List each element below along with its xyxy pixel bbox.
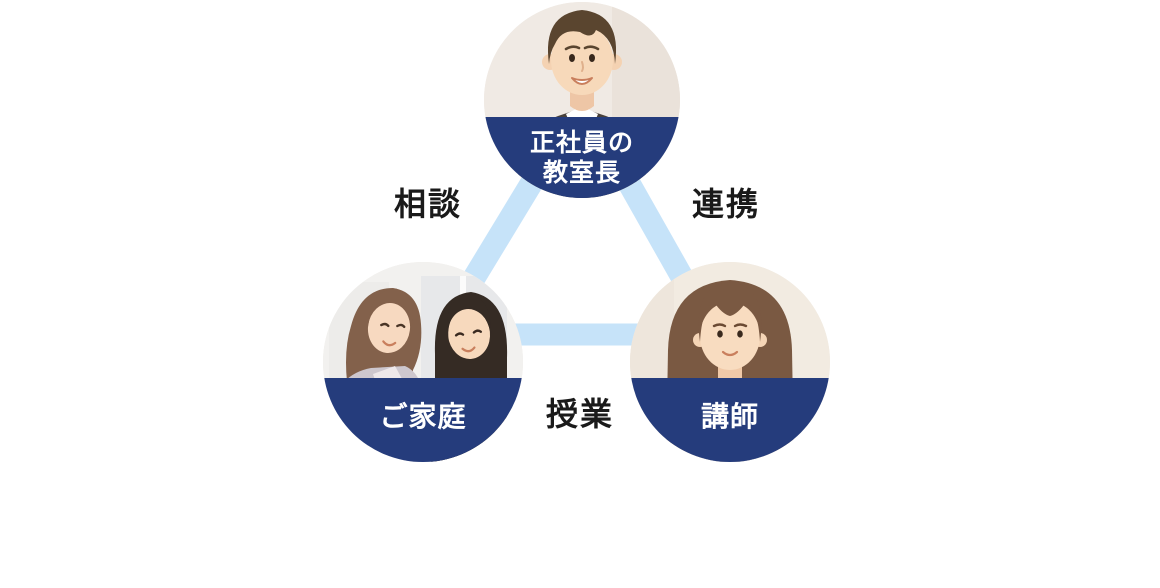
node-teacher-label: 講師: [700, 401, 759, 432]
node-director-label-line2: 教室長: [542, 158, 621, 187]
node-teacher-banner: 講師: [630, 378, 830, 462]
node-family-banner: ご家庭: [323, 378, 523, 462]
edge-label-consult: 相談: [394, 186, 463, 222]
node-family: ご家庭: [323, 262, 523, 462]
node-director: 正社員の 教室長: [484, 2, 680, 198]
edge-label-lesson: 授業: [546, 396, 615, 432]
node-family-label: ご家庭: [379, 401, 467, 432]
node-director-label-line1: 正社員の: [529, 128, 634, 157]
node-teacher: 講師: [630, 262, 830, 462]
node-director-banner: 正社員の 教室長: [484, 117, 680, 198]
edge-label-cooperate: 連携: [692, 186, 761, 222]
